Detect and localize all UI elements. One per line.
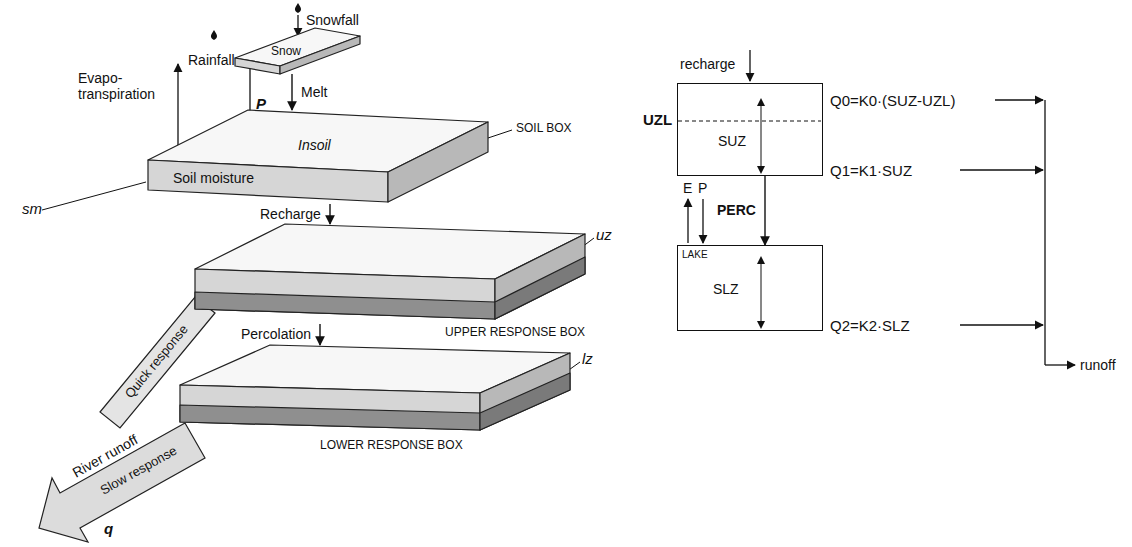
box-text: UPPER RESPONSE BOX xyxy=(445,326,585,338)
arrow-head xyxy=(757,321,765,329)
threshold-line xyxy=(678,121,821,122)
storage-arrow xyxy=(761,100,762,172)
slab-face xyxy=(388,122,488,202)
box-text: Snow xyxy=(271,45,301,57)
symbol-label: P xyxy=(256,95,266,112)
slab-face xyxy=(195,269,495,319)
slab-face xyxy=(195,292,495,319)
flux-label: E xyxy=(683,180,692,196)
equation-label: Q2=K2·SLZ xyxy=(830,317,910,334)
variable-label: sm xyxy=(22,200,42,217)
connector-label: Recharge xyxy=(259,206,322,222)
variable-label: uz xyxy=(596,226,612,243)
snow-drop xyxy=(295,3,301,13)
slab-face xyxy=(480,353,570,430)
box-text: SLZ xyxy=(713,282,739,296)
q2-arrow xyxy=(960,324,1043,325)
box-text: LOWER RESPONSE BOX xyxy=(320,439,463,451)
snowfall-arrow xyxy=(297,15,298,36)
connector-label: PERC xyxy=(716,202,757,218)
lower-zone-box: LAKE SLZ xyxy=(677,245,823,331)
equation-label: Q1=K1·SUZ xyxy=(830,162,912,179)
q0-arrow xyxy=(995,99,1043,100)
parameter-label: UZL xyxy=(643,111,672,128)
soil-box: SOIL BOXInsoilSoil moisture xyxy=(148,110,488,204)
box-text: Insoil xyxy=(298,138,331,152)
box-outline xyxy=(195,224,585,324)
flux-label: Snowfall xyxy=(306,12,359,28)
evapotranspiration-arrow xyxy=(177,64,178,150)
precipitation-arrow xyxy=(702,199,703,243)
variable-label: q xyxy=(104,520,113,537)
slab-face xyxy=(495,257,585,319)
slab-face xyxy=(180,385,480,430)
box-text: LAKE xyxy=(682,250,708,260)
rain-drop xyxy=(211,30,217,40)
slab-face xyxy=(180,405,480,430)
variable-label: lz xyxy=(582,350,593,367)
runoff-arrow xyxy=(1045,364,1075,365)
flux-label: Evapo- transpiration xyxy=(78,70,170,102)
upper-response-box: UPPER RESPONSE BOX xyxy=(195,224,585,324)
snow-box: Snow xyxy=(235,28,360,74)
lower-response-box: LOWER RESPONSE BOX xyxy=(180,345,570,435)
connector-label: Melt xyxy=(300,84,328,100)
box-outline xyxy=(180,345,570,435)
box-outline xyxy=(148,110,488,204)
box-text: SOIL BOX xyxy=(516,122,572,134)
connector-label: Percolation xyxy=(240,326,312,342)
storage-arrow xyxy=(761,258,762,327)
slab-face xyxy=(235,58,280,74)
q1-arrow xyxy=(960,169,1043,170)
leader-line xyxy=(42,182,146,210)
box-text: Soil moisture xyxy=(173,171,254,185)
upper-zone-box: SUZ xyxy=(677,83,823,176)
runoff-collector xyxy=(1044,100,1045,365)
connector-arrow xyxy=(329,204,330,224)
box-outline xyxy=(678,84,824,177)
connector-arrow xyxy=(764,176,765,245)
flux-label: Rainfall xyxy=(188,52,235,68)
recharge-arrow xyxy=(749,50,750,81)
connector-arrow xyxy=(319,324,320,345)
slab-face xyxy=(148,160,388,202)
arrow-head xyxy=(757,256,765,264)
equation-label: Q0=K0·(SUZ-UZL) xyxy=(830,92,955,109)
flux-label: recharge xyxy=(680,56,735,72)
river-runoff-arrow xyxy=(39,423,205,542)
evaporation-arrow xyxy=(687,199,688,243)
connector-arrow xyxy=(291,74,292,110)
slab-face xyxy=(495,234,585,319)
arrow-head xyxy=(757,166,765,174)
flux-label: P xyxy=(698,180,707,196)
arrow-head xyxy=(757,98,765,106)
flux-label: runoff xyxy=(1080,357,1116,373)
box-text: SUZ xyxy=(718,134,746,148)
slab-face xyxy=(480,373,570,430)
